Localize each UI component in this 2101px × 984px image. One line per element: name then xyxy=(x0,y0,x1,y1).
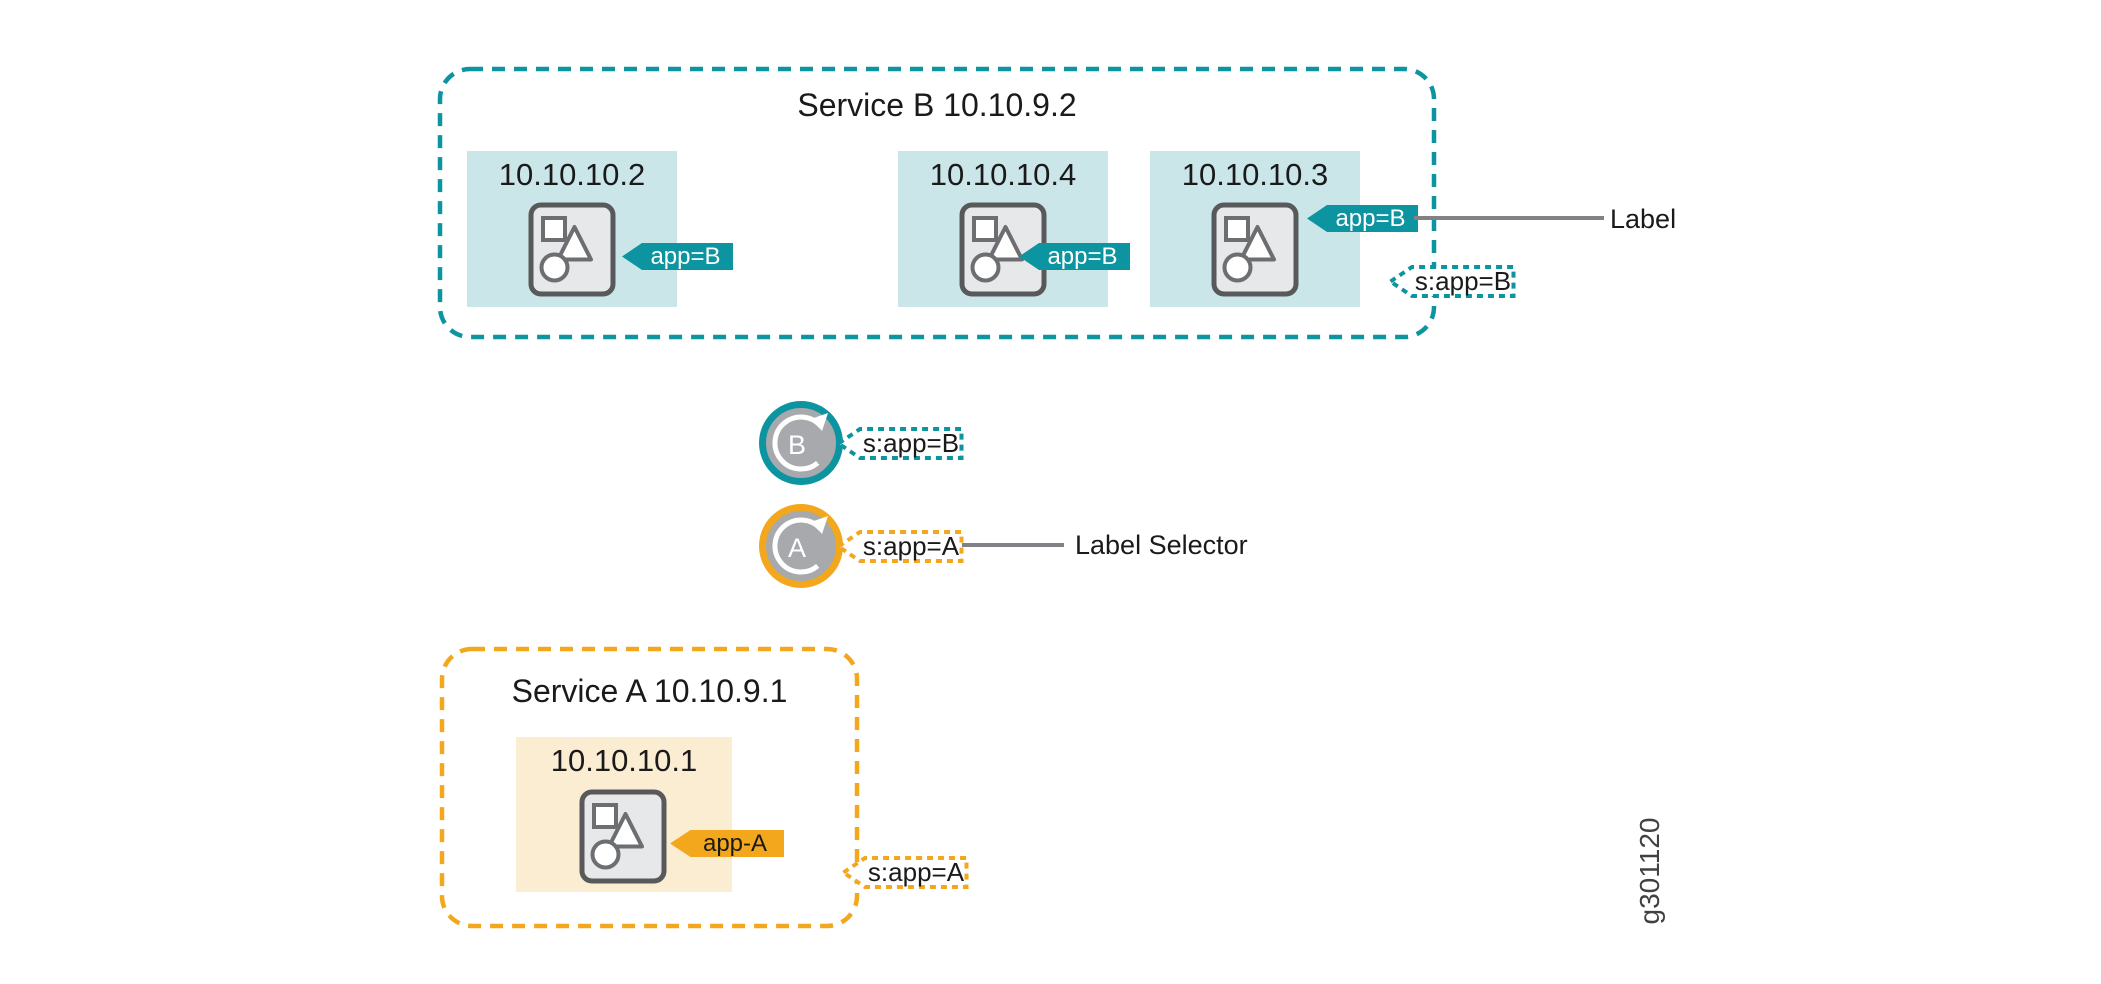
pod-label-tag-text: app=B xyxy=(650,242,721,270)
square-shape-icon xyxy=(1224,216,1250,242)
triangle-shape-icon xyxy=(987,225,1024,262)
pod-label-tag: app-A xyxy=(670,830,784,857)
selector-tag-text: s:app=B xyxy=(1414,266,1512,296)
service-a-selector-tag: s:app=A xyxy=(841,855,969,890)
square-shape-icon xyxy=(592,803,618,829)
pod-label-tag: app=B xyxy=(1019,243,1130,270)
circle-a-selector-tag: s:app=A xyxy=(836,529,964,564)
circle-shape-icon xyxy=(970,252,1001,283)
selector-tag-text: s:app=B xyxy=(862,428,960,458)
service-circle-letter: B xyxy=(788,430,806,460)
pod-10-10-10-4: 10.10.10.4 xyxy=(898,151,1108,307)
label-callout-line xyxy=(1414,216,1604,220)
pod-icon xyxy=(528,202,616,297)
rotate-arrow-icon xyxy=(772,517,823,575)
pod-label-tag-text: app=B xyxy=(1047,242,1118,270)
square-shape-icon xyxy=(972,216,998,242)
pod-label-tag: app=B xyxy=(622,243,733,270)
pod-label-tag-text: app=B xyxy=(1335,204,1406,232)
triangle-shape-icon xyxy=(1239,225,1276,262)
circle-b-selector-tag: s:app=B xyxy=(836,426,964,461)
service-circle-letter: A xyxy=(788,533,806,563)
square-shape-icon xyxy=(541,216,567,242)
pod-icon xyxy=(1211,202,1299,297)
triangle-shape-icon xyxy=(556,225,593,262)
circle-shape-icon xyxy=(1222,252,1253,283)
label-selector-callout-line xyxy=(962,543,1064,547)
circle-shape-icon xyxy=(539,252,570,283)
figure-id: g301120 xyxy=(1634,817,1665,925)
pod-label-tag-text: app-A xyxy=(702,829,768,857)
triangle-shape-icon xyxy=(607,812,644,849)
selector-tag-text: s:app=A xyxy=(867,857,965,887)
label-annotation: Label xyxy=(1610,204,1677,234)
pod-10-10-10-2: 10.10.10.2 xyxy=(467,151,677,307)
rotate-arrowhead-icon xyxy=(811,413,828,431)
service-b-title: Service B 10.10.9.2 xyxy=(797,87,1077,123)
pod-icon xyxy=(579,789,667,884)
selector-tag-text: s:app=A xyxy=(862,531,960,561)
label-selector-annotation: Label Selector xyxy=(1075,530,1248,560)
rotate-arrowhead-icon xyxy=(811,516,828,534)
pod-ip-label: 10.10.10.3 xyxy=(1181,157,1329,192)
service-a-circle: A xyxy=(756,501,846,591)
circle-shape-icon xyxy=(590,839,621,870)
rotate-arrow-icon xyxy=(772,414,823,472)
service-b-circle: B xyxy=(756,398,846,488)
pod-icon xyxy=(959,202,1047,297)
pod-ip-label: 10.10.10.2 xyxy=(498,157,646,192)
pod-10-10-10-1: 10.10.10.1 xyxy=(516,737,732,892)
service-b-dashed-border xyxy=(437,66,1437,340)
pod-label-tag: app=B xyxy=(1307,205,1418,232)
service-b-selector-tag: s:app=B xyxy=(1388,264,1516,299)
pod-10-10-10-3: 10.10.10.3 xyxy=(1150,151,1360,307)
pod-ip-label: 10.10.10.1 xyxy=(550,743,698,778)
pod-ip-label: 10.10.10.4 xyxy=(929,157,1077,192)
service-a-dashed-border xyxy=(439,646,860,929)
service-a-title: Service A 10.10.9.1 xyxy=(511,673,788,709)
